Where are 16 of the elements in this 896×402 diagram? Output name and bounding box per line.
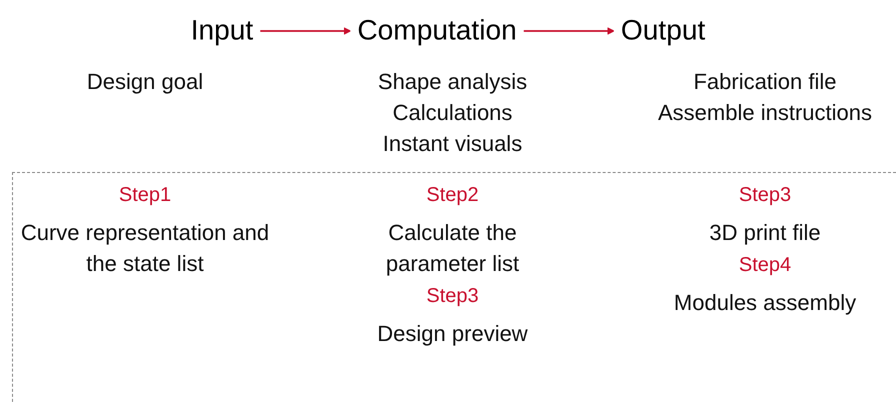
description-text: Fabrication file [693,68,837,96]
description-text: Modules assembly [674,289,856,317]
description-text: Instant visuals [382,130,522,158]
description-text: Assemble instructions [658,99,872,127]
step-label: Step1 [118,183,172,208]
description-text: Curve representation and the state list [20,219,270,278]
description-text: Design preview [377,320,528,348]
description-text: Shape analysis [378,68,528,96]
description-text: Design goal [86,68,204,96]
step-label: Step3 [426,284,479,309]
step-label: Step2 [426,183,479,208]
description-text: Calculate the parameter list [384,219,520,278]
description-text: 3D print file [709,219,821,247]
description-text: Calculations [392,99,512,127]
step-label: Step4 [738,253,792,278]
step-label: Step3 [738,183,792,208]
